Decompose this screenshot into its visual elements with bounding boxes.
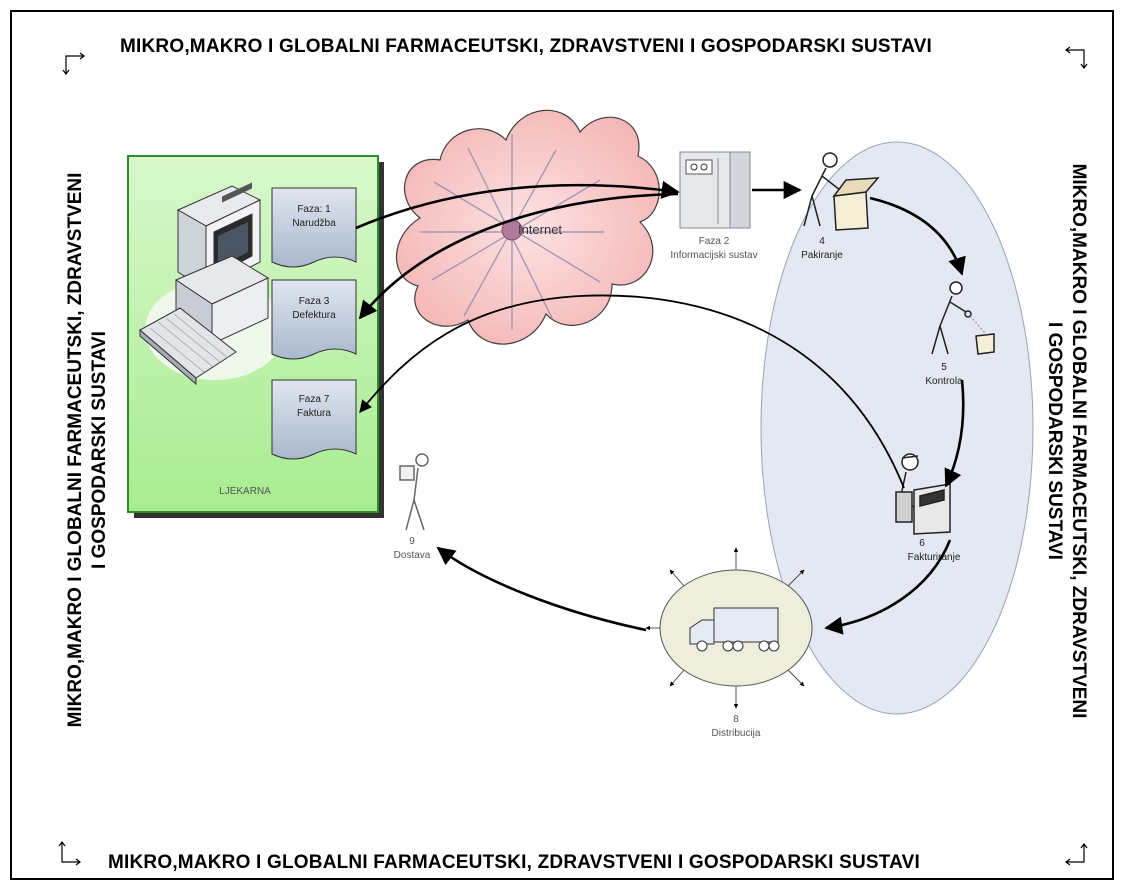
phase6-num: 6 [919, 538, 925, 549]
internet-label: Internet [518, 222, 562, 237]
cloud-icon: Internet [395, 109, 660, 345]
corner-arrow-icon-br [1065, 843, 1088, 866]
phase9-label: Dostava [394, 550, 431, 561]
arrow-distribution-to-delivery [436, 546, 647, 632]
doc7-line2: Faktura [297, 408, 331, 419]
phase5-label: Kontrola [925, 376, 963, 387]
warehouse-ellipse [760, 141, 1034, 715]
phase2-line2: Informacijski sustav [670, 250, 757, 261]
corner-arrow-icon-tr [1065, 46, 1088, 69]
packer-icon [803, 152, 880, 231]
corner-arrow-icon-bl [58, 841, 81, 866]
arrow-control-to-billing [944, 379, 965, 488]
phase4-label: Pakiranje [801, 250, 843, 261]
arrow-packing-to-control [869, 196, 966, 276]
phase8-num: 8 [733, 714, 739, 725]
phase2-line1: Faza 2 [699, 236, 730, 247]
inspector-icon [931, 281, 995, 355]
truck-icon [689, 607, 780, 652]
top-border-title: MIKRO,MAKRO I GLOBALNI FARMACEUTSKI, ZDR… [120, 36, 933, 57]
phase4-num: 4 [819, 236, 825, 247]
arrow-system-to-defektura [358, 192, 679, 320]
doc1-line1: Faza: 1 [297, 204, 331, 215]
arrow-billing-to-distribution [824, 539, 952, 635]
doc1-line2: Narudžba [292, 218, 336, 229]
clerk-icon [895, 453, 951, 535]
phase8-label: Distribucija [712, 728, 761, 739]
bottom-border-title: MIKRO,MAKRO I GLOBALNI FARMACEUTSKI, ZDR… [108, 852, 921, 873]
doc7-line1: Faza 7 [299, 394, 330, 405]
arrow-order-to-system [355, 180, 680, 230]
doc3-line1: Faza 3 [299, 296, 330, 307]
document-phase3: Faza 3 Defektura [271, 279, 357, 360]
server-icon [679, 151, 751, 229]
document-phase1: Faza: 1 Narudžba [271, 187, 357, 268]
courier-icon [399, 453, 429, 531]
phase6-label: Fakturiranje [908, 552, 961, 563]
distribution-node [645, 547, 813, 709]
document-phase7: Faza 7 Faktura [271, 379, 357, 460]
corner-arrow-icon-tl [62, 52, 85, 75]
arrow-billing-to-invoice [359, 294, 905, 489]
computer-icon [139, 182, 270, 386]
phase5-num: 5 [941, 362, 947, 373]
phase9-num: 9 [409, 536, 415, 547]
pharmacy-label: LJEKARNA [219, 486, 271, 497]
doc3-line2: Defektura [292, 310, 336, 321]
